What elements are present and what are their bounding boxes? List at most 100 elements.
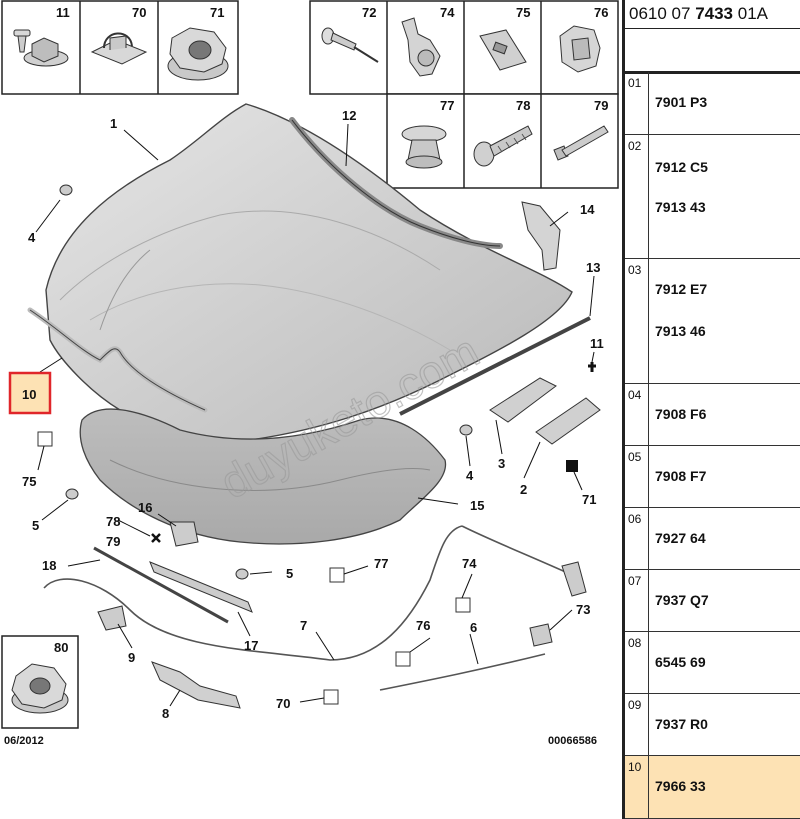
part-reference[interactable]: 7913 43 xyxy=(655,199,706,215)
row-index: 09 xyxy=(625,694,649,755)
callout-14: 14 xyxy=(580,202,595,217)
callout-9: 9 xyxy=(128,650,135,665)
table-row: 04 7908 F6 xyxy=(625,384,800,446)
screw-icon xyxy=(553,125,609,161)
legend-label-74: 74 xyxy=(440,5,455,20)
row-index: 04 xyxy=(625,384,649,445)
row-index: 07 xyxy=(625,570,649,631)
legend-group-top-left: 11 70 71 xyxy=(1,0,239,95)
part-reference[interactable]: 7937 Q7 xyxy=(655,592,709,608)
clip-icon xyxy=(90,32,148,65)
part-reference[interactable]: 7908 F7 xyxy=(655,468,707,484)
bolt-icon xyxy=(473,125,533,167)
release-cable-6 xyxy=(379,525,571,691)
flange-nut-80-icon xyxy=(11,663,69,714)
row-index: 10 xyxy=(625,756,649,818)
legend-box-80: 80 xyxy=(1,635,79,729)
callout-70: 70 xyxy=(276,696,290,711)
table-row: 07 7937 Q7 xyxy=(625,570,800,632)
table-row: 09 7937 R0 xyxy=(625,694,800,756)
trim-strip-13 xyxy=(399,316,591,416)
callout-7: 7 xyxy=(300,618,307,633)
table-row: 02 7912 C5 7913 43 xyxy=(625,135,800,259)
part-reference[interactable]: 7912 C5 xyxy=(655,159,708,175)
release-cable-7 xyxy=(43,525,463,661)
callout-17: 17 xyxy=(244,638,258,653)
table-row: 10 7966 33 xyxy=(625,756,800,819)
row-index: 08 xyxy=(625,632,649,693)
legend-label-78: 78 xyxy=(516,98,530,113)
row-index: 01 xyxy=(625,72,649,134)
callout-79: 79 xyxy=(106,534,120,549)
table-subheader xyxy=(625,29,800,74)
row-index: 02 xyxy=(625,135,649,258)
callout-15: 15 xyxy=(470,498,484,513)
parts-diagram: 11 70 71 72 74 75 xyxy=(1,0,619,747)
part-reference[interactable]: 7927 64 xyxy=(655,530,706,546)
latch-striker-74 xyxy=(561,561,587,597)
legend-label-80: 80 xyxy=(54,640,68,655)
leader-lines xyxy=(35,123,595,707)
callout-10: 10 xyxy=(22,387,36,402)
clip-16 xyxy=(169,521,199,547)
callout-11: 11 xyxy=(590,336,604,351)
clip-73 xyxy=(529,623,553,647)
nut-icon-5-mid xyxy=(235,568,249,580)
callout-16: 16 xyxy=(138,500,152,515)
legend-label-11: 11 xyxy=(56,5,70,20)
latch-8 xyxy=(151,661,241,709)
marker-71 xyxy=(566,460,578,472)
legend-label-79: 79 xyxy=(594,98,608,113)
part-reference[interactable]: 7966 33 xyxy=(655,778,706,794)
callout-3: 3 xyxy=(498,456,505,471)
table-row: 08 6545 69 xyxy=(625,632,800,694)
part-reference[interactable]: 6545 69 xyxy=(655,654,706,670)
marker-78-79-cross xyxy=(151,533,161,543)
header-bold: 7433 xyxy=(695,4,734,23)
part-reference[interactable]: 7912 E7 xyxy=(655,281,708,297)
drawing-reference: 00066586 xyxy=(548,735,597,747)
marker-77 xyxy=(329,567,345,583)
legend-label-75: 75 xyxy=(516,5,530,20)
marker-76 xyxy=(395,651,411,667)
callout-76: 76 xyxy=(416,618,430,633)
legend-label-72: 72 xyxy=(362,5,376,20)
rivet-icon xyxy=(321,27,379,63)
part-reference[interactable]: 7901 P3 xyxy=(655,94,708,110)
legend-label-70: 70 xyxy=(132,5,146,20)
callout-1: 1 xyxy=(110,116,117,131)
callout-5-left: 5 xyxy=(32,518,39,533)
stay-17 xyxy=(149,561,253,613)
part-reference[interactable]: 7913 46 xyxy=(655,323,706,339)
prop-rod-18 xyxy=(93,546,229,624)
header-prefix: 0610 07 xyxy=(629,4,696,23)
legend-label-76: 76 xyxy=(594,5,608,20)
hinge-2 xyxy=(535,397,601,445)
callout-12: 12 xyxy=(342,108,356,123)
nut-icon-4-top xyxy=(59,184,73,196)
marker-70 xyxy=(323,689,339,705)
callout-73: 73 xyxy=(576,602,590,617)
table-row: 01 7901 P3 xyxy=(625,72,800,135)
callout-78: 78 xyxy=(106,514,120,529)
handle-9 xyxy=(97,605,127,631)
callout-4-top: 4 xyxy=(28,230,36,245)
row-index: 03 xyxy=(625,259,649,383)
callout-8: 8 xyxy=(162,706,169,721)
push-rivet-icon xyxy=(401,125,447,169)
part-reference[interactable]: 7937 R0 xyxy=(655,716,708,732)
callout-71: 71 xyxy=(582,492,596,507)
callout-13: 13 xyxy=(586,260,600,275)
nut-icon-4-mid xyxy=(459,424,473,436)
hood-insulation xyxy=(79,408,447,545)
table-row: 03 7912 E7 7913 46 xyxy=(625,259,800,384)
flange-nut-icon xyxy=(167,27,229,81)
callout-4-mid: 4 xyxy=(466,468,474,483)
hinge-3 xyxy=(489,377,557,423)
part-reference-table: 0610 07 7433 01A 01 7901 P3 02 7912 C5 7913 … xyxy=(622,0,800,819)
legend-label-77: 77 xyxy=(440,98,454,113)
part-reference[interactable]: 7908 F6 xyxy=(655,406,707,422)
header-suffix: 01A xyxy=(733,4,768,23)
